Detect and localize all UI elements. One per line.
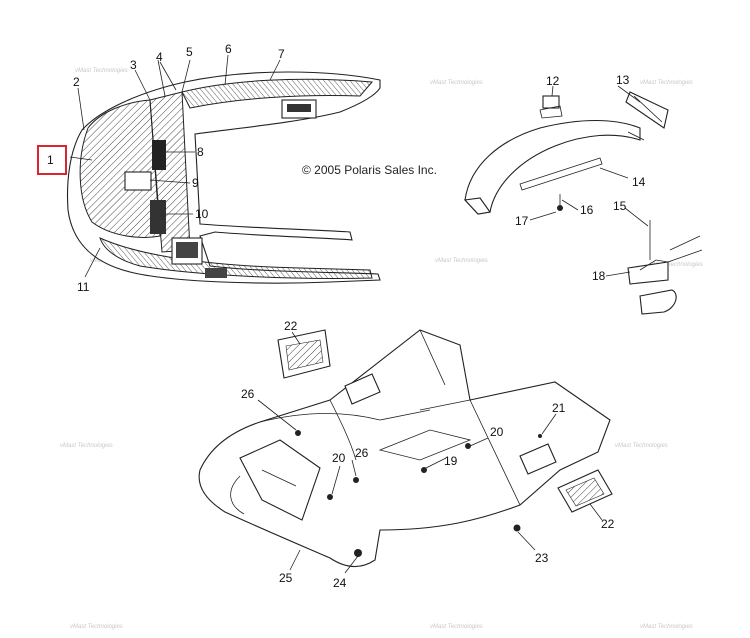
bracket-8: [152, 140, 166, 170]
watermark: vMast Technologies: [615, 443, 668, 449]
callout-22-left[interactable]: 22: [284, 319, 298, 333]
callout-16[interactable]: 16: [580, 203, 594, 217]
copyright-notice: © 2005 Polaris Sales Inc.: [302, 163, 437, 177]
callout-5[interactable]: 5: [186, 45, 193, 59]
bracket-9: [124, 171, 152, 191]
watermark: vMast Technologies: [640, 624, 693, 630]
leader-lines-bottom: [257, 331, 603, 574]
callout-20-left[interactable]: 20: [332, 451, 346, 465]
callout-12[interactable]: 12: [546, 74, 560, 88]
watermark: vMast Technologies: [75, 68, 128, 74]
leader-lines-top-right: [529, 85, 649, 277]
callout-10[interactable]: 10: [195, 207, 209, 221]
watermark: vMast Technologies: [640, 80, 693, 86]
leader-lines-top-left: [69, 54, 281, 278]
hinge-13: [625, 91, 669, 129]
callout-1[interactable]: 1: [47, 153, 54, 167]
callout-21[interactable]: 21: [552, 401, 566, 415]
belly-pan-assembly: [198, 329, 613, 568]
callout-22-right[interactable]: 22: [601, 517, 615, 531]
highlight-box: [37, 145, 67, 175]
watermark: vMast Technologies: [430, 624, 483, 630]
callout-25[interactable]: 25: [279, 571, 293, 585]
callout-17[interactable]: 17: [515, 214, 529, 228]
hood-assembly: [66, 71, 381, 284]
callout-20-right[interactable]: 20: [490, 425, 504, 439]
callout-8[interactable]: 8: [197, 145, 204, 159]
hood-front-panel: [79, 99, 161, 238]
callout-24[interactable]: 24: [333, 576, 347, 590]
callout-labels: 1 2 3 4 5 6 7 8 9 10 11 12 13 14 15 16 1…: [47, 42, 646, 590]
callout-26-left[interactable]: 26: [241, 387, 255, 401]
callout-6[interactable]: 6: [225, 42, 232, 56]
callout-15[interactable]: 15: [613, 199, 627, 213]
callout-18[interactable]: 18: [592, 269, 606, 283]
watermark: vMast Technologies: [70, 624, 123, 630]
callout-19[interactable]: 19: [444, 454, 458, 468]
bracket-10: [150, 200, 166, 234]
watermark: vMast Technologies: [650, 262, 703, 268]
callout-3[interactable]: 3: [130, 58, 137, 72]
front-tunnel: [239, 439, 321, 521]
cover-14: [464, 120, 641, 215]
clip-12: [542, 95, 560, 109]
callout-26-right[interactable]: 26: [355, 446, 369, 460]
watermark: vMast Technologies: [430, 80, 483, 86]
watermark: vMast Technologies: [435, 258, 488, 264]
callout-11[interactable]: 11: [77, 280, 90, 294]
callout-13[interactable]: 13: [616, 73, 630, 87]
callout-7[interactable]: 7: [278, 47, 285, 61]
callout-2[interactable]: 2: [73, 75, 80, 89]
callout-9[interactable]: 9: [192, 176, 199, 190]
callout-23[interactable]: 23: [535, 551, 549, 565]
cover-assembly: [463, 91, 703, 315]
hood-top-band: [181, 78, 374, 109]
latch-18: [627, 261, 669, 285]
callout-4[interactable]: 4: [156, 50, 163, 64]
watermark: vMast Technologies: [60, 443, 113, 449]
callout-14[interactable]: 14: [632, 175, 646, 189]
